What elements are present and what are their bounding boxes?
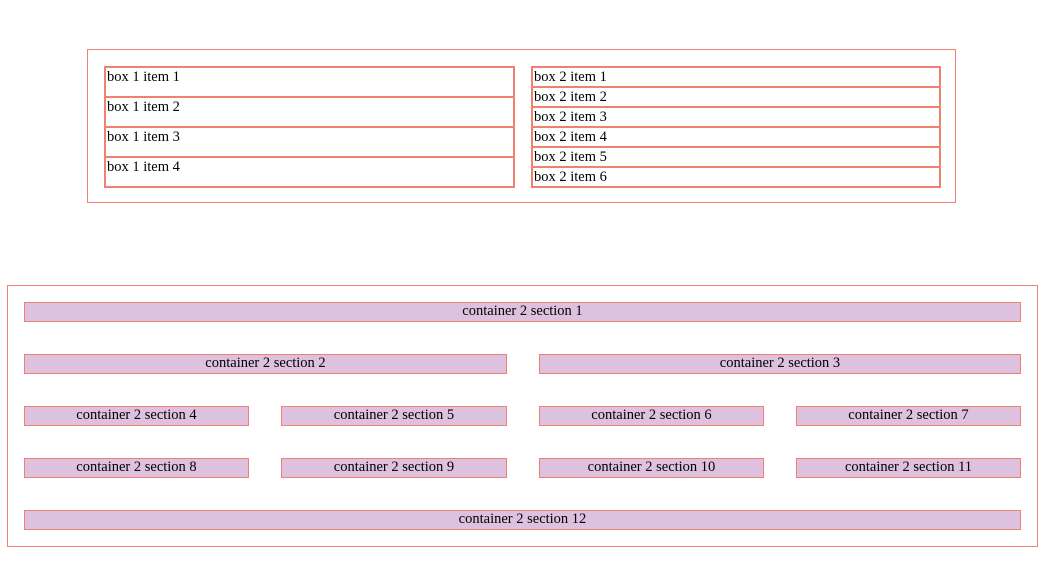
box-1-item-1: box 1 item 1 xyxy=(107,69,180,85)
container-2-section-3: container 2 section 3 xyxy=(539,354,1021,374)
box-2-item-2: box 2 item 2 xyxy=(533,86,939,106)
container-2-section-4: container 2 section 4 xyxy=(24,406,249,426)
container-1: box 1 item 1 box 1 item 2 box 1 item 3 b… xyxy=(87,49,956,203)
box-2-item-3: box 2 item 3 xyxy=(533,106,939,126)
box-1: box 1 item 1 box 1 item 2 box 1 item 3 b… xyxy=(104,66,515,188)
box-1-item-2: box 1 item 2 xyxy=(106,96,513,126)
box-1-item-3: box 1 item 3 xyxy=(106,126,513,156)
box-2-item-5: box 2 item 5 xyxy=(533,146,939,166)
container-2-section-9: container 2 section 9 xyxy=(281,458,507,478)
container-2-section-10: container 2 section 10 xyxy=(539,458,764,478)
box-2-item-6: box 2 item 6 xyxy=(533,166,939,186)
container-2-section-12: container 2 section 12 xyxy=(24,510,1021,530)
container-2-section-6: container 2 section 6 xyxy=(539,406,764,426)
container-2: container 2 section 1 container 2 sectio… xyxy=(7,285,1038,547)
container-2-section-1: container 2 section 1 xyxy=(24,302,1021,322)
container-2-section-8: container 2 section 8 xyxy=(24,458,249,478)
box-2: box 2 item 1 box 2 item 2 box 2 item 3 b… xyxy=(531,66,941,188)
container-2-section-11: container 2 section 11 xyxy=(796,458,1021,478)
container-2-section-2: container 2 section 2 xyxy=(24,354,507,374)
box-2-item-1: box 2 item 1 xyxy=(534,69,607,85)
container-2-section-7: container 2 section 7 xyxy=(796,406,1021,426)
container-2-section-5: container 2 section 5 xyxy=(281,406,507,426)
box-2-item-4: box 2 item 4 xyxy=(533,126,939,146)
box-1-item-4: box 1 item 4 xyxy=(106,156,513,186)
